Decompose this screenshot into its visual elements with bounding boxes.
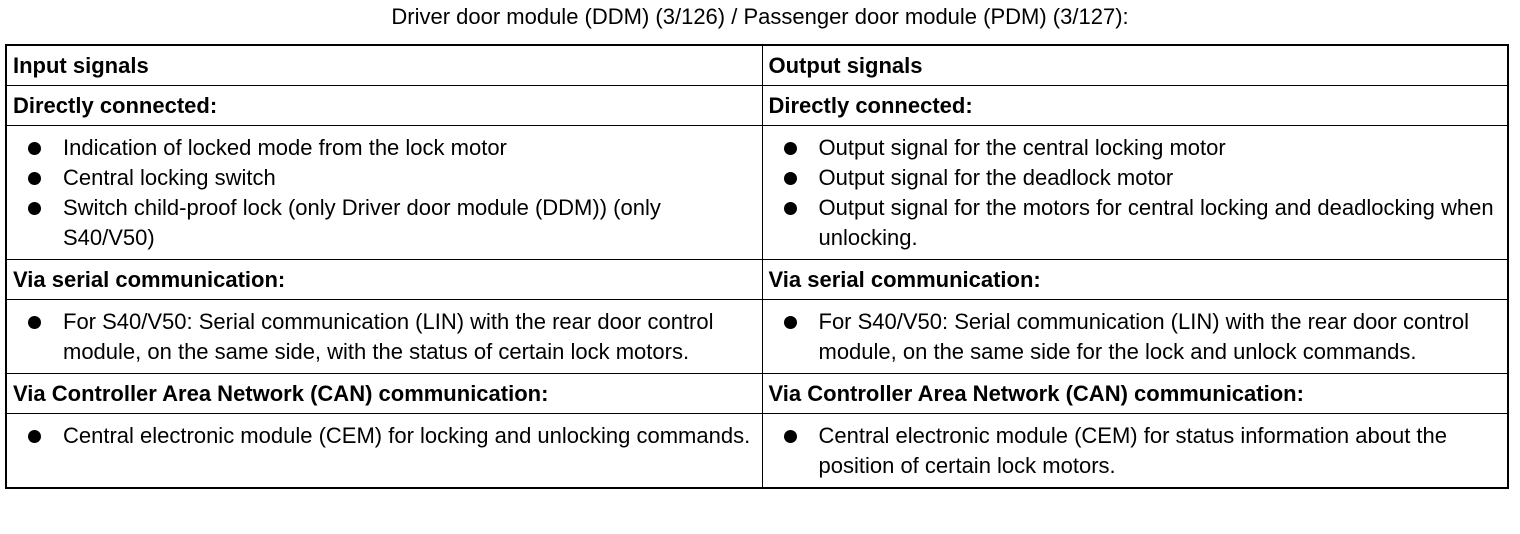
bullet-icon: [783, 315, 797, 329]
signals-table: Input signals Output signals Directly co…: [5, 44, 1509, 489]
section-body-row: Central electronic module (CEM) for lock…: [5, 412, 1509, 488]
input-bullet-list: Indication of locked mode from the lock …: [7, 133, 762, 253]
list-item-text: Indication of locked mode from the lock …: [63, 134, 507, 160]
list-item-text: Switch child-proof lock (only Driver doo…: [63, 194, 661, 250]
list-item: Central locking switch: [7, 163, 762, 193]
output-items-cell: Output signal for the central locking mo…: [761, 124, 1509, 260]
bullet-icon: [28, 201, 41, 215]
input-items-cell: Indication of locked mode from the lock …: [5, 124, 763, 260]
section-title-input: Directly connected:: [5, 84, 763, 126]
list-item: For S40/V50: Serial communication (LIN) …: [763, 307, 1508, 367]
list-item: Output signal for the motors for central…: [763, 193, 1508, 253]
bullet-icon: [783, 429, 797, 443]
list-item-text: For S40/V50: Serial communication (LIN) …: [818, 308, 1470, 364]
input-items-cell: Central electronic module (CEM) for lock…: [5, 412, 763, 488]
list-item: Output signal for the central locking mo…: [763, 133, 1508, 163]
output-items-cell: Central electronic module (CEM) for stat…: [761, 412, 1509, 488]
section-title-input: Via Controller Area Network (CAN) commun…: [5, 372, 763, 414]
input-items-cell: For S40/V50: Serial communication (LIN) …: [5, 298, 763, 374]
bullet-icon: [783, 201, 797, 215]
input-signals-header: Input signals: [5, 44, 763, 86]
bullet-icon: [28, 315, 41, 329]
list-item: For S40/V50: Serial communication (LIN) …: [7, 307, 762, 367]
column-header-row: Input signals Output signals: [5, 44, 1509, 86]
list-item: Output signal for the deadlock motor: [763, 163, 1508, 193]
input-bullet-list: For S40/V50: Serial communication (LIN) …: [7, 307, 762, 367]
section-body-row: For S40/V50: Serial communication (LIN) …: [5, 298, 1509, 374]
table-caption: Driver door module (DDM) (3/126) / Passe…: [391, 4, 1129, 29]
output-items-cell: For S40/V50: Serial communication (LIN) …: [761, 298, 1509, 374]
section-header-row: Via serial communication: Via serial com…: [5, 258, 1509, 300]
bullet-icon: [28, 171, 41, 185]
list-item-text: Central electronic module (CEM) for stat…: [818, 422, 1448, 478]
section-header-row: Via Controller Area Network (CAN) commun…: [5, 372, 1509, 414]
list-item-text: Central electronic module (CEM) for lock…: [63, 422, 751, 448]
section-title-output: Directly connected:: [761, 84, 1509, 126]
list-item: Indication of locked mode from the lock …: [7, 133, 762, 163]
input-bullet-list: Central electronic module (CEM) for lock…: [7, 421, 762, 451]
list-item-text: Output signal for the deadlock motor: [818, 164, 1174, 190]
list-item-text: Output signal for the central locking mo…: [818, 134, 1226, 160]
list-item-text: Central locking switch: [63, 164, 276, 190]
bullet-icon: [28, 141, 41, 155]
section-header-row: Directly connected: Directly connected:: [5, 84, 1509, 126]
output-signals-header: Output signals: [761, 44, 1509, 86]
section-title-output: Via serial communication:: [761, 258, 1509, 300]
section-title-input: Via serial communication:: [5, 258, 763, 300]
section-title-output: Via Controller Area Network (CAN) commun…: [761, 372, 1509, 414]
list-item-text: Output signal for the motors for central…: [818, 194, 1494, 250]
list-item: Central electronic module (CEM) for stat…: [763, 421, 1508, 481]
list-item-text: For S40/V50: Serial communication (LIN) …: [63, 308, 714, 364]
bullet-icon: [783, 141, 797, 155]
output-bullet-list: Central electronic module (CEM) for stat…: [763, 421, 1508, 481]
list-item: Switch child-proof lock (only Driver doo…: [7, 193, 762, 253]
output-bullet-list: For S40/V50: Serial communication (LIN) …: [763, 307, 1508, 367]
list-item: Central electronic module (CEM) for lock…: [7, 421, 762, 451]
bullet-icon: [783, 171, 797, 185]
bullet-icon: [28, 429, 41, 443]
output-bullet-list: Output signal for the central locking mo…: [763, 133, 1508, 253]
section-body-row: Indication of locked mode from the lock …: [5, 124, 1509, 260]
